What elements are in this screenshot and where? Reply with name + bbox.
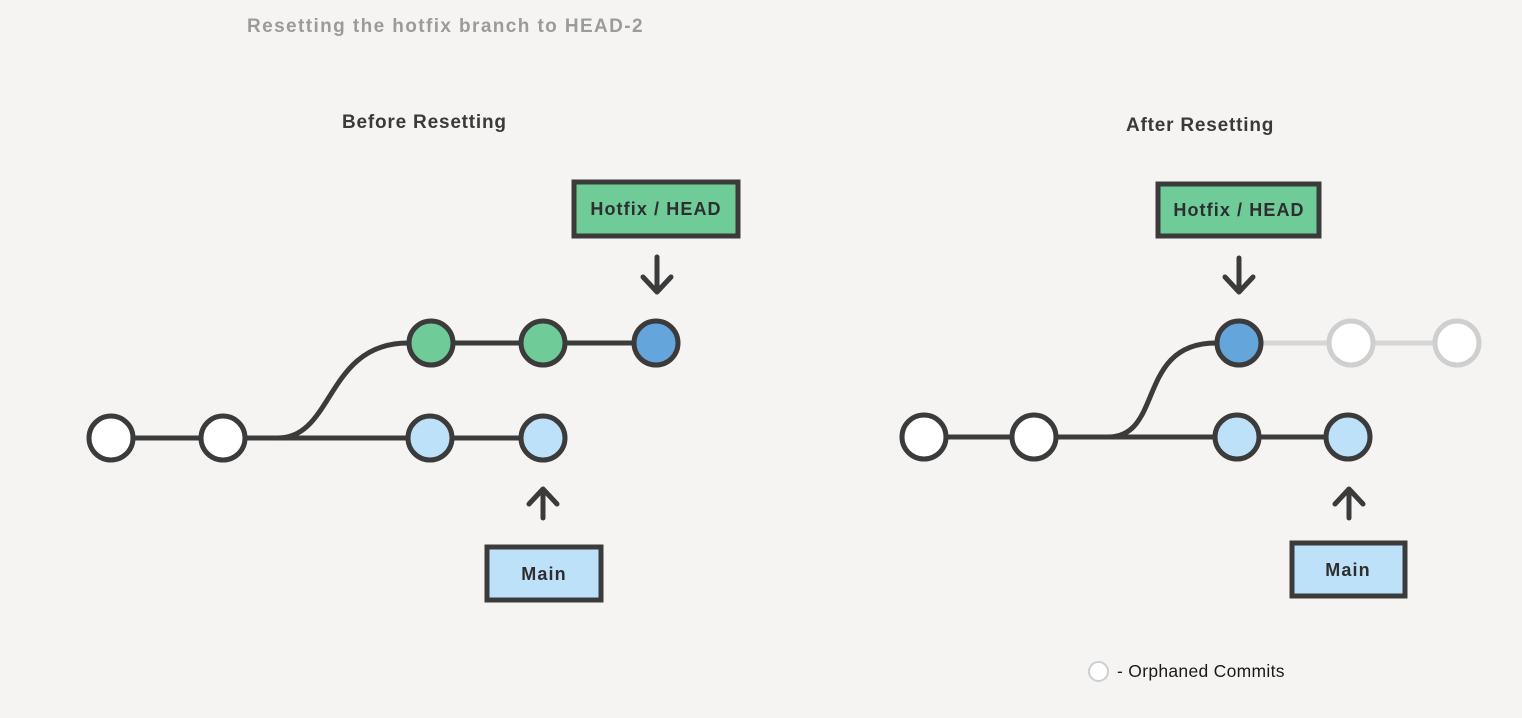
before-hotfix-commit-2 [518,318,568,368]
after-up-arrow-icon [1332,486,1366,521]
before-main-box-label: Main [521,564,566,584]
after-main-box-label: Main [1325,560,1370,580]
after-main-commit-3 [1212,412,1262,462]
before-main-commit-1 [86,413,136,463]
legend: - Orphaned Commits [1088,661,1285,682]
after-main-box [1289,540,1408,599]
before-graph: Hotfix / HEAD Main [86,179,741,603]
after-main-commit-2 [1009,412,1059,462]
before-branch-curve [277,340,409,441]
after-main-commit-1 [899,412,949,462]
before-hotfix-commit-1 [406,318,456,368]
after-main-commit-4 [1323,412,1373,462]
diagram-title: Resetting the hotfix branch to HEAD-2 [247,16,644,37]
before-main-commit-4 [518,413,568,463]
after-head-commit [1214,318,1264,368]
after-hotfix-box [1155,181,1322,239]
before-main-commit-2 [198,413,248,463]
before-hotfix-box-label: Hotfix / HEAD [590,199,721,219]
after-hotfix-box-label: Hotfix / HEAD [1173,200,1304,220]
after-orphaned-commit-2 [1432,318,1482,368]
before-main-commit-3 [405,413,455,463]
after-heading: After Resetting [1126,115,1275,136]
before-up-arrow-icon [526,486,560,521]
after-down-arrow-icon [1222,255,1256,295]
before-head-commit [631,318,681,368]
orphaned-commit-icon [1088,661,1109,682]
after-graph: Hotfix / HEAD Main [899,181,1482,599]
before-main-box [484,544,604,603]
after-orphaned-commit-1 [1326,318,1376,368]
before-heading: Before Resetting [342,112,507,133]
before-hotfix-box [571,179,741,239]
legend-label: - Orphaned Commits [1117,661,1285,681]
before-down-arrow-icon [640,254,674,295]
after-branch-curve [1107,340,1217,440]
